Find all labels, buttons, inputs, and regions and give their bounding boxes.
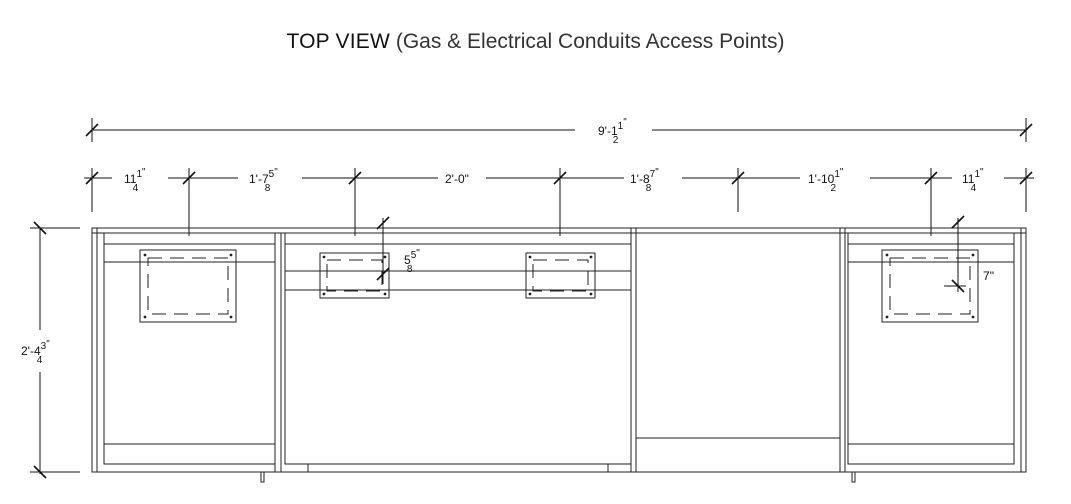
center-cabinet <box>284 232 632 473</box>
segment-label-1: 111"4 <box>124 167 146 194</box>
right-cabinet <box>847 232 1015 483</box>
segment-label-6: 111"4 <box>962 167 984 194</box>
side-offset-dimension: 7" <box>944 215 994 293</box>
side-offset-label: 7" <box>983 269 994 283</box>
segment-label-4: 1'-87"8 <box>630 167 659 194</box>
access-point-center-right <box>525 252 596 299</box>
segment-label-3: 2'-0" <box>445 172 469 186</box>
overall-dimension: 9'-11"2 <box>85 117 1033 146</box>
access-point-right <box>881 249 979 323</box>
segment-label-2: 1'-75"8 <box>249 167 278 194</box>
left-cabinet <box>103 232 276 483</box>
depth-dimension: 2'-43"4 <box>21 221 80 479</box>
segment-label-5: 1'-101"2 <box>808 167 844 194</box>
access-point-left <box>139 249 237 323</box>
drawing-title: TOP VIEW (Gas & Electrical Conduits Acce… <box>0 30 1071 54</box>
access-offset-dimension: 55"8 <box>376 216 420 284</box>
access-point-center-left <box>319 252 390 299</box>
overall-dimension-label: 9'-11"2 <box>598 117 627 146</box>
cabinet-assembly <box>91 227 1027 483</box>
title-main: TOP VIEW <box>286 30 390 53</box>
access-offset-label: 55"8 <box>404 248 420 275</box>
depth-label: 2'-43"4 <box>21 339 50 366</box>
segment-dimension-chain: 111"4 1'-75"8 2'-0" 1'-87"8 1'-101"2 111… <box>84 167 1034 236</box>
title-subtitle: (Gas & Electrical Conduits Access Points… <box>395 30 785 53</box>
